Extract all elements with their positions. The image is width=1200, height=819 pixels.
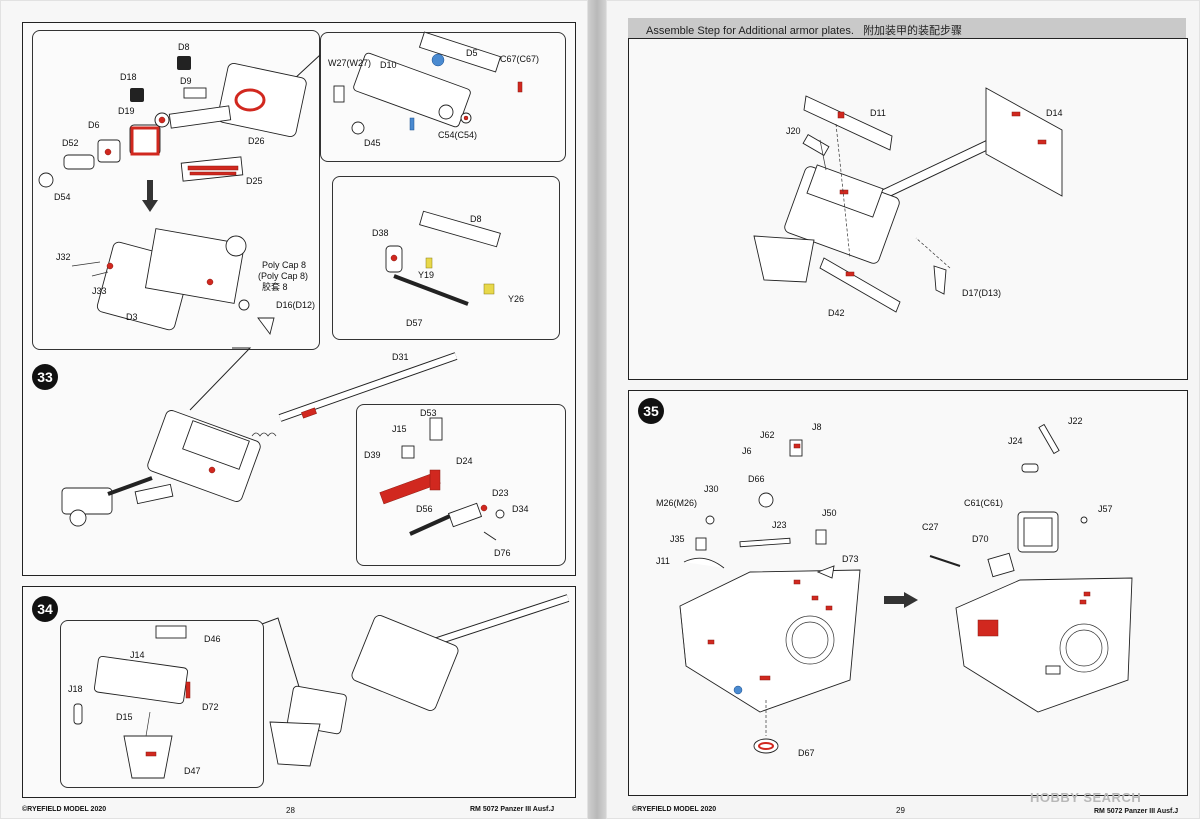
label-polycap-1: Poly Cap 8 [262, 260, 307, 270]
right-illustration [679, 87, 1133, 754]
label-D25: D25 [246, 176, 263, 186]
label-J6: J6 [742, 446, 752, 456]
label-D52: D52 [62, 138, 79, 148]
right-footer-copyright: ©RYEFIELD MODEL 2020 [632, 806, 717, 813]
label-D16: D16(D12) [276, 300, 316, 310]
label-D9: D9 [180, 76, 192, 86]
label-D23: D23 [492, 488, 509, 498]
label-J57: J57 [1098, 504, 1113, 514]
label-Y26: Y26 [508, 294, 525, 304]
label-J62: J62 [760, 430, 775, 440]
header-title-en: Assemble Step for Additional armor plate… [646, 25, 854, 37]
label-J20: J20 [786, 126, 801, 136]
label-D6: D6 [88, 120, 100, 130]
label-D19: D19 [118, 106, 135, 116]
label-D66: D66 [748, 474, 765, 484]
label-D73: D73 [842, 554, 859, 564]
label-J22: J22 [1068, 416, 1083, 426]
label-D11: D11 [870, 108, 886, 118]
label-D54: D54 [54, 192, 71, 202]
label-C61: C61(C61) [964, 498, 1004, 508]
label-D70: D70 [972, 534, 989, 544]
label-D10: D10 [380, 60, 397, 70]
label-W27: W27(W27) [328, 58, 372, 68]
label-D67: D67 [798, 748, 815, 758]
step34-badge: 34 [32, 596, 58, 622]
step33-illustration [38, 31, 570, 779]
label-C67: C67(C67) [500, 54, 540, 64]
label-J32: J32 [56, 252, 71, 262]
label-polycap-3: 胶套 8 [262, 282, 288, 292]
book-gutter [588, 0, 606, 819]
label-J50: J50 [822, 508, 837, 518]
label-M26: M26(M26) [656, 498, 698, 508]
left-footer-model: RM 5072 Panzer III Ausf.J [470, 806, 555, 813]
label-C27: C27 [922, 522, 939, 532]
label-D42: D42 [828, 308, 845, 318]
step33-breech-panel [356, 404, 566, 566]
right-footer-model: RM 5072 Panzer III Ausf.J [1094, 808, 1179, 815]
header-title: Assemble Step for Additional armor plate… [646, 22, 962, 38]
label-J15: J15 [392, 424, 407, 434]
right-page-number: 29 [896, 806, 905, 815]
label-D14: D14 [1046, 108, 1063, 118]
left-footer-copyright: ©RYEFIELD MODEL 2020 [22, 806, 107, 813]
label-C54: C54(C54) [438, 130, 478, 140]
label-D31: D31 [392, 352, 409, 362]
label-J24: J24 [1008, 436, 1023, 446]
label-D3: D3 [126, 312, 138, 322]
label-J8: J8 [812, 422, 822, 432]
label-D72: D72 [202, 702, 219, 712]
label-D47: D47 [184, 766, 201, 776]
label-J11: J11 [656, 556, 670, 566]
left-page-number: 28 [286, 806, 295, 815]
label-J35: J35 [670, 534, 685, 544]
label-D24: D24 [456, 456, 473, 466]
label-D57: D57 [406, 318, 423, 328]
label-J14: J14 [130, 650, 145, 660]
label-D18: D18 [120, 72, 137, 82]
label-D5: D5 [466, 48, 478, 58]
step33-mg-panel [332, 176, 560, 340]
armor-step-panel [628, 38, 1188, 380]
label-D46: D46 [204, 634, 221, 644]
label-D45: D45 [364, 138, 381, 148]
label-D34: D34 [512, 504, 529, 514]
step35-badge: 35 [638, 398, 664, 424]
hobbysearch-watermark: HOBBY SEARCH [1030, 790, 1142, 805]
label-D15: D15 [116, 712, 133, 722]
label-D8: D8 [178, 42, 190, 52]
label-D56: D56 [416, 504, 433, 514]
header-title-zh: 附加装甲的装配步骤 [863, 25, 963, 37]
label-J30: J30 [704, 484, 719, 494]
label-D26: D26 [248, 136, 265, 146]
label-D38: D38 [372, 228, 389, 238]
label-D76: D76 [494, 548, 511, 558]
label-D8b: D8 [470, 214, 482, 224]
label-D39: D39 [364, 450, 381, 460]
label-Y19: Y19 [418, 270, 435, 280]
label-J23: J23 [772, 520, 787, 530]
label-polycap-2: (Poly Cap 8) [258, 271, 309, 281]
label-J18: J18 [68, 684, 83, 694]
label-D17: D17(D13) [962, 288, 1002, 298]
step33-badge: 33 [32, 364, 58, 390]
label-J33: J33 [92, 286, 107, 296]
label-D53: D53 [420, 408, 437, 418]
